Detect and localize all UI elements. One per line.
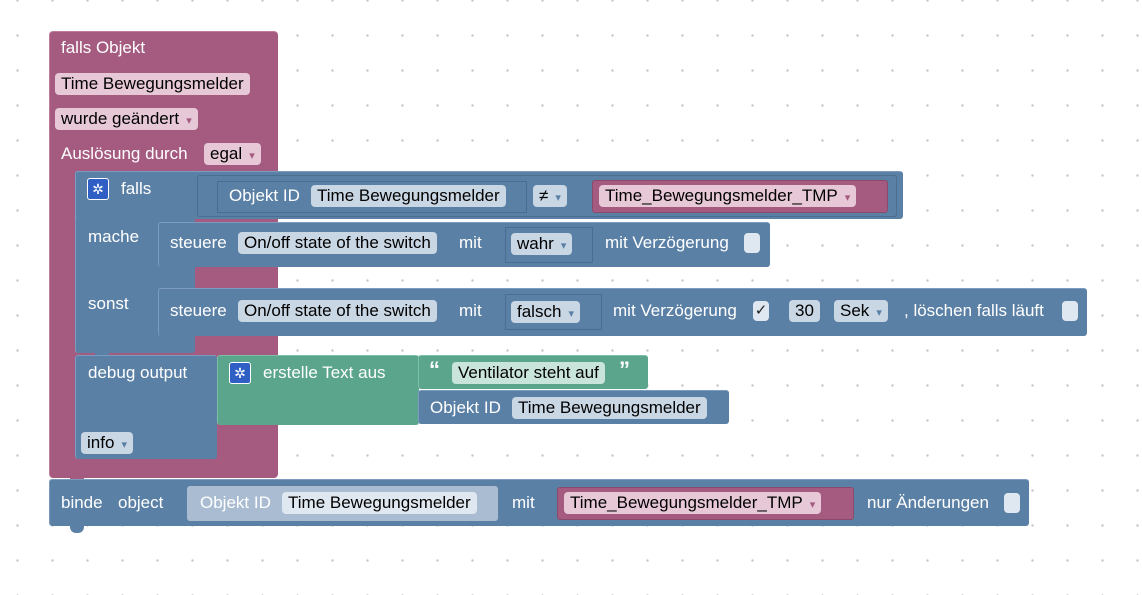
do-delay-label: mit Verzögerung [605, 233, 729, 252]
object-id-value[interactable]: Time Bewegungsmelder [512, 397, 707, 419]
compare-block[interactable] [197, 175, 897, 217]
trigger-source-dropdown[interactable]: egal [204, 143, 261, 165]
else-value-text: falsch [517, 302, 562, 321]
if-label: falls [121, 179, 152, 198]
else-with-label: mit [459, 301, 482, 320]
do-value-dropdown[interactable]: wahr [511, 233, 573, 255]
bind-object-label: object [118, 493, 164, 512]
trigger-condition-dropdown[interactable]: wurde geändert [55, 108, 198, 130]
do-control-label: steuere [170, 233, 227, 252]
else-control-label: steuere [170, 301, 227, 320]
do-label: mache [88, 227, 140, 246]
debug-level-value: info [87, 433, 115, 452]
compare-operator-value: ≠ [539, 186, 549, 205]
else-delay-checkbox[interactable]: ✓ [753, 301, 769, 321]
bind-only-changes-checkbox[interactable] [1004, 493, 1020, 513]
else-label: sonst [88, 294, 129, 313]
compare-left-slot[interactable] [217, 181, 527, 213]
compare-right-dropdown[interactable]: Time_Bewegungsmelder_TMP [599, 185, 857, 207]
create-text-label: erstelle Text aus [263, 363, 386, 382]
do-action-block[interactable] [158, 222, 770, 267]
debug-level-dropdown[interactable]: info [81, 432, 133, 454]
debug-label: debug output [88, 363, 188, 382]
else-clear-checkbox[interactable] [1062, 301, 1078, 321]
compare-operator-dropdown[interactable]: ≠ [533, 185, 567, 207]
bind-id-label: Objekt ID [200, 493, 271, 512]
do-delay-checkbox[interactable] [744, 233, 760, 253]
bind-only-changes-label: nur Änderungen [867, 493, 989, 512]
bind-target-dropdown[interactable]: Time_Bewegungsmelder_TMP [564, 492, 822, 514]
bind-with-label: mit [512, 493, 535, 512]
compare-right-value: Time_Bewegungsmelder_TMP [605, 186, 838, 205]
else-delay-label: mit Verzögerung [613, 301, 737, 320]
else-clear-label: , löschen falls läuft [904, 301, 1044, 320]
else-value-slot[interactable] [505, 294, 602, 330]
bind-label: binde [61, 493, 103, 512]
quote-close-icon: ” [619, 357, 630, 382]
if-settings-gear-icon[interactable]: ✲ [87, 178, 109, 200]
do-with-label: mit [459, 233, 482, 252]
text-string-field[interactable]: Ventilator steht auf [452, 362, 605, 384]
else-delay-amount[interactable]: 30 [789, 300, 820, 322]
do-value-slot[interactable] [505, 227, 593, 263]
compare-left-value[interactable]: Time Bewegungsmelder [311, 185, 506, 207]
else-state-field[interactable]: On/off state of the switch [238, 300, 437, 322]
bind-id-value[interactable]: Time Bewegungsmelder [282, 492, 477, 514]
trigger-label: Auslösung durch [61, 144, 188, 163]
object-id-label: Objekt ID [430, 398, 501, 417]
create-text-gear-icon[interactable]: ✲ [229, 362, 251, 384]
trigger-object-field[interactable]: Time Bewegungsmelder [55, 73, 250, 95]
quote-open-icon: “ [429, 357, 440, 382]
compare-left-label: Objekt ID [229, 186, 300, 205]
else-delay-unit-dropdown[interactable]: Sek [834, 300, 888, 322]
else-value-dropdown[interactable]: falsch [511, 301, 580, 323]
trigger-condition-value: wurde geändert [61, 109, 180, 128]
else-delay-unit-value: Sek [840, 301, 870, 320]
trigger-title: falls Objekt [61, 38, 146, 57]
bind-bottom-notch [70, 525, 84, 533]
do-state-field[interactable]: On/off state of the switch [238, 232, 437, 254]
bind-target-value: Time_Bewegungsmelder_TMP [570, 493, 803, 512]
trigger-source-value: egal [210, 144, 243, 163]
do-value-text: wahr [517, 234, 554, 253]
